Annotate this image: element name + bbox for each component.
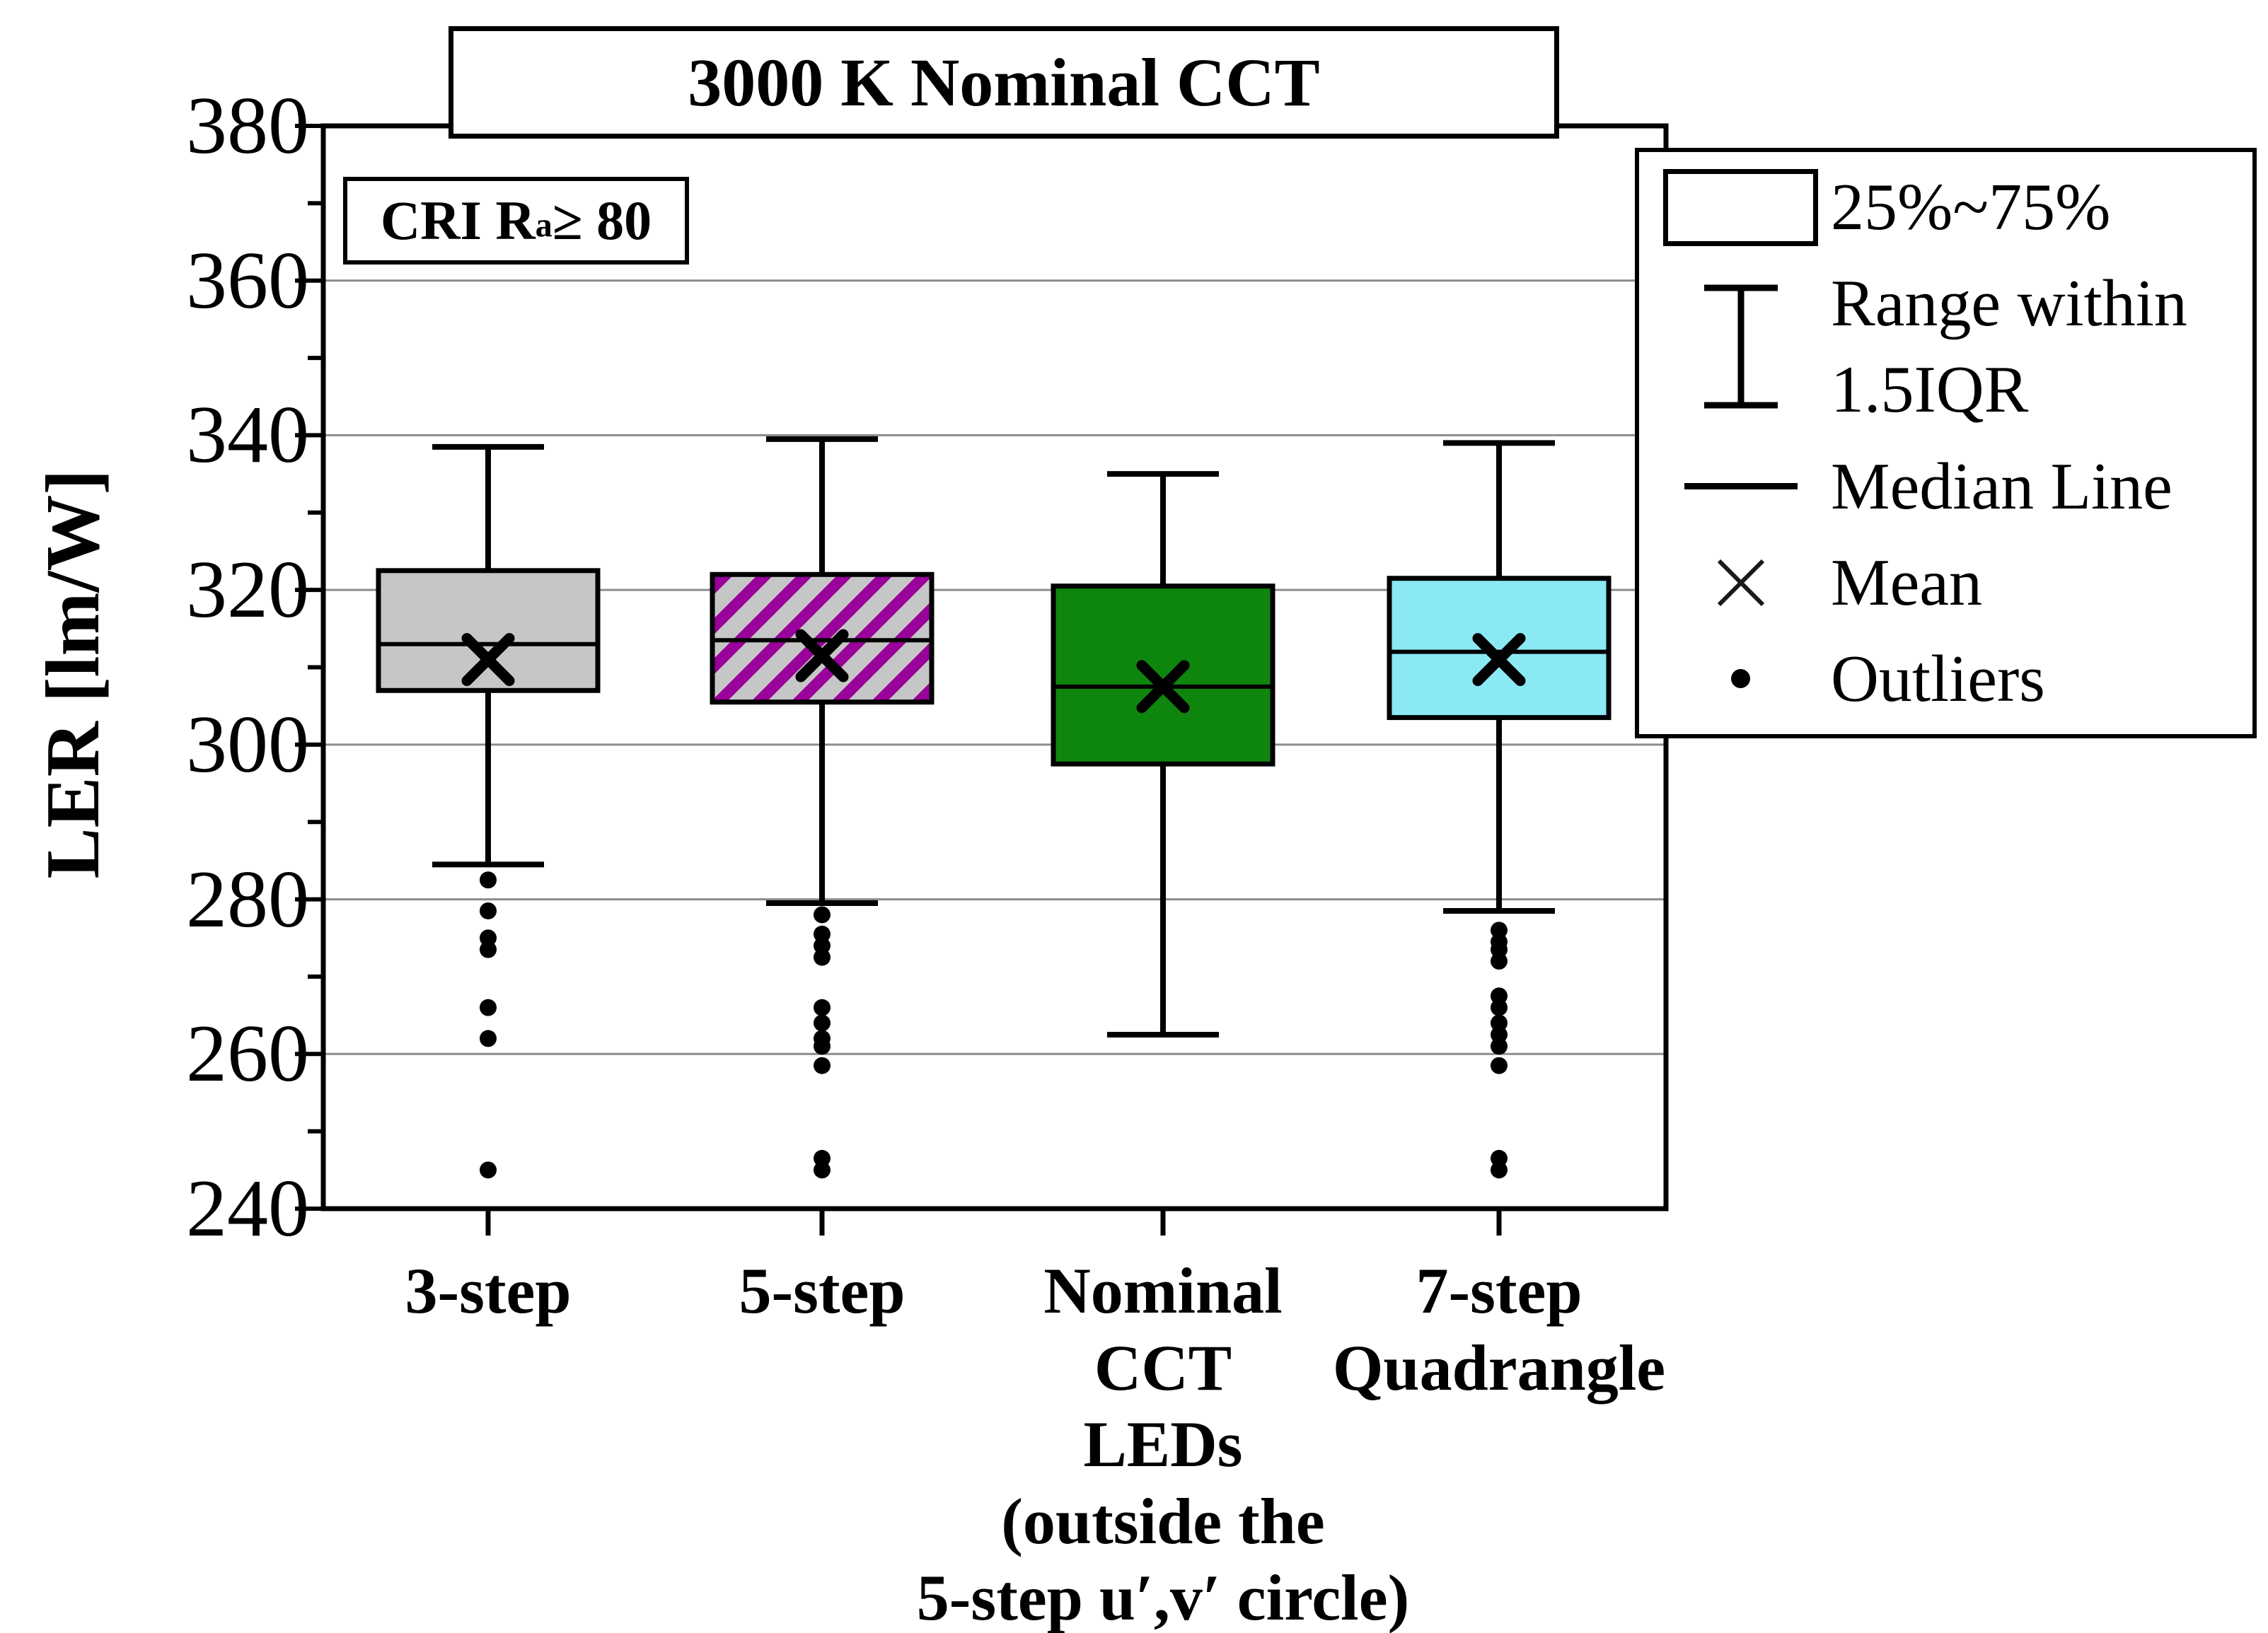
- outlier-dot: [1491, 999, 1508, 1016]
- x-category-label: 5-step: [739, 1255, 906, 1327]
- legend-label: Mean: [1831, 545, 1983, 620]
- outlier-dot: [1491, 1057, 1508, 1074]
- legend-item-median: Median Line: [1650, 443, 2244, 530]
- iqr-box: [376, 568, 601, 693]
- outlier-dot: [1491, 941, 1508, 958]
- y-tick-label: 240: [186, 1163, 309, 1254]
- legend-label: 25%~75%: [1831, 170, 2111, 244]
- legend-item-iqr-box: 25%~75%: [1650, 164, 2244, 250]
- outlier-dot: [480, 1161, 497, 1179]
- outlier-dot: [814, 937, 831, 955]
- chart-title: 3000 K Nominal CCT: [688, 45, 1320, 120]
- outlier-dot: [814, 999, 831, 1016]
- outlier-dot: [814, 906, 831, 924]
- outlier-dot: [480, 941, 497, 958]
- mean-cross: [795, 629, 849, 682]
- legend-item-whisker-range: Range within 1.5IQR: [1650, 260, 2244, 433]
- outlier-dot: [1491, 953, 1508, 970]
- outlier-dot: [1491, 922, 1508, 939]
- outlier-dot: [480, 871, 497, 889]
- y-tick-label: 360: [186, 235, 309, 326]
- y-tick-label: 320: [186, 545, 309, 636]
- whisker-range-icon: [1650, 279, 1831, 414]
- outlier-dot: [480, 1030, 497, 1047]
- y-axis-title: LER [lm/W]: [31, 469, 115, 879]
- outlier-dot: [1491, 987, 1508, 1005]
- outlier-dot: [1491, 1161, 1508, 1179]
- outlier-dot: [480, 902, 497, 919]
- mean-cross: [1472, 633, 1526, 687]
- outlier-dot: [480, 999, 497, 1016]
- legend: 25%~75% Range within 1.5IQR Median Line: [1635, 148, 2257, 738]
- median-line-icon: [1650, 483, 1831, 490]
- outlier-dot: [814, 1057, 831, 1074]
- outlier-dot: [814, 1161, 831, 1179]
- outlier-dot: [814, 1038, 831, 1055]
- outlier-dot: [814, 1014, 831, 1032]
- y-tick-label: 280: [186, 854, 309, 945]
- iqr-box: [1051, 583, 1275, 767]
- y-tick-label: 300: [186, 699, 309, 790]
- y-tick-label: 380: [186, 81, 309, 171]
- y-tick-label: 340: [186, 390, 309, 481]
- legend-label: Range within 1.5IQR: [1831, 267, 2187, 427]
- cri-annotation-suffix: ≥ 80: [552, 190, 652, 251]
- outlier-dot: [1491, 1025, 1508, 1043]
- outlier-dot: [814, 1149, 831, 1167]
- y-tick-label: 260: [186, 1009, 309, 1100]
- outlier-dot: [814, 925, 831, 943]
- outlier-dot: [1491, 1149, 1508, 1167]
- x-category-label: 3-step: [405, 1255, 572, 1327]
- iqr-box: [1387, 576, 1612, 721]
- outlier-dot-icon: [1650, 669, 1831, 689]
- outlier-dot: [1491, 1014, 1508, 1032]
- legend-item-mean: Mean: [1650, 540, 2244, 626]
- mean-cross: [1136, 660, 1190, 714]
- cri-annotation-prefix: CRI R: [380, 190, 536, 251]
- mean-cross-icon: [1650, 551, 1831, 615]
- chart-title-box: 3000 K Nominal CCT: [449, 26, 1559, 139]
- mean-cross: [461, 633, 515, 687]
- outlier-dot: [814, 948, 831, 966]
- outlier-dot: [480, 929, 497, 947]
- outlier-dot: [1491, 1038, 1508, 1055]
- legend-item-outliers: Outliers: [1650, 636, 2244, 722]
- legend-label: Median Line: [1831, 449, 2172, 523]
- box-25-75-icon: [1650, 168, 1831, 246]
- legend-label: Outliers: [1831, 641, 2045, 716]
